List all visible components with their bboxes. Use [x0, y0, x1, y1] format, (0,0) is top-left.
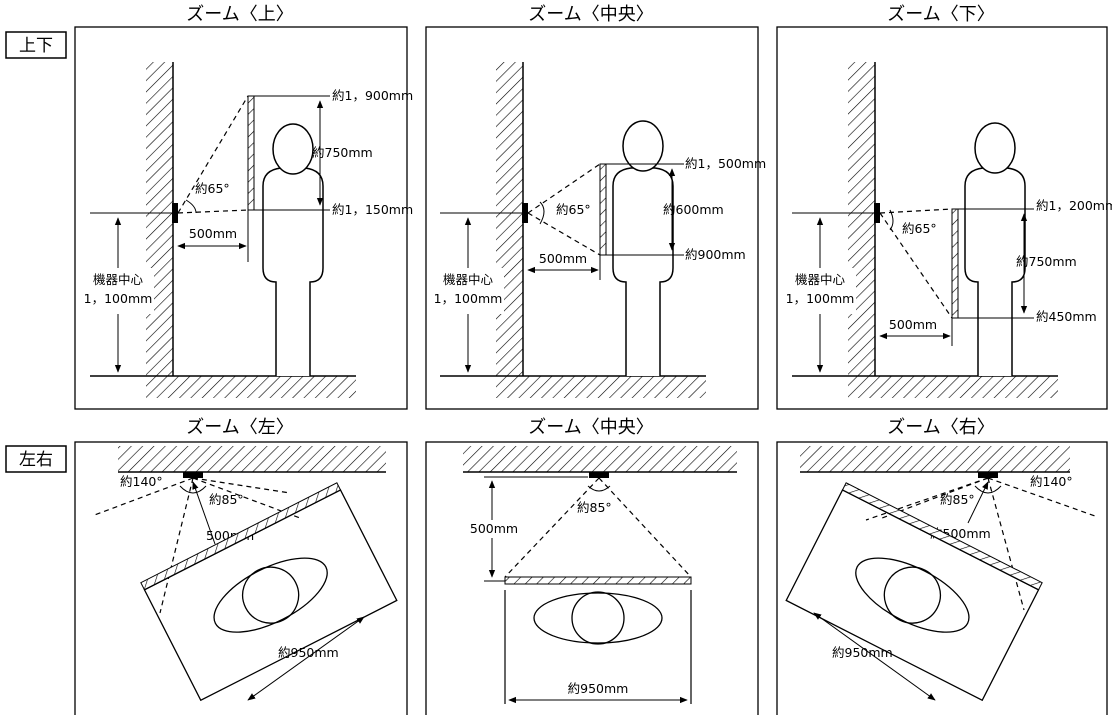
- narrow-angle-label: 約85°: [940, 492, 975, 507]
- distance-label: 500mm: [539, 251, 587, 266]
- panel-zoom-up-title: ズーム〈上〉: [186, 4, 293, 25]
- panel-zoom-down: ズーム〈下〉 機器中心 1，100mm 約65° 約1，200mm 約750mm…: [776, 4, 1112, 410]
- section-label-vertical-text: 上下: [19, 36, 53, 56]
- device-icon: [183, 472, 203, 478]
- panel-zoom-down-title: ズーム〈下〉: [887, 4, 994, 25]
- center-label: 機器中心: [93, 272, 144, 287]
- width-label: 約950mm: [832, 645, 893, 660]
- narrow-angle-label: 約85°: [209, 492, 244, 507]
- center-value: 1，100mm: [84, 291, 153, 306]
- distance-label: 500mm: [470, 521, 518, 536]
- panel-zoom-right-title: ズーム〈右〉: [887, 417, 994, 438]
- height-top-label: 約1，900mm: [332, 88, 413, 103]
- device-icon: [978, 472, 998, 478]
- span-label: 約750mm: [312, 145, 373, 160]
- center-value: 1，100mm: [434, 291, 503, 306]
- width-label: 約950mm: [568, 681, 629, 696]
- distance-label: 500mm: [189, 226, 237, 241]
- panel-zoom-left: ズーム〈左〉 約140° 約85° 500mm 約950mm: [74, 417, 408, 715]
- height-top-label: 約1，500mm: [685, 156, 766, 171]
- section-label-vertical: 上下: [5, 31, 67, 59]
- person-figure: [612, 120, 674, 376]
- person-figure: [262, 123, 324, 376]
- ceiling: [463, 446, 737, 472]
- view-angle-label: 約65°: [556, 202, 591, 217]
- panel-zoom-up: ズーム〈上〉 機器中心 1，100mm 約65° 約1，900mm 約7: [74, 4, 413, 410]
- height-bottom-label: 約450mm: [1036, 309, 1097, 324]
- width-label: 約950mm: [278, 645, 339, 660]
- panel-zoom-right: ズーム〈右〉 約85° 約140° 約500mm 約950mm: [776, 417, 1108, 715]
- panel-zoom-center-title: ズーム〈中央〉: [528, 417, 653, 438]
- device-icon: [522, 203, 528, 223]
- wide-angle-label: 約140°: [120, 474, 163, 489]
- distance-label: 500mm: [889, 317, 937, 332]
- panel-zoom-middle-vertical: ズーム〈中央〉 機器中心 1，100mm 約65° 約1，500mm 約600m…: [425, 4, 766, 410]
- height-bottom-label: 約1，150mm: [332, 202, 413, 217]
- view-angle-label: 約65°: [195, 181, 230, 196]
- view-angle-label: 約65°: [902, 221, 937, 236]
- wall: [146, 62, 173, 376]
- panel-zoom-left-title: ズーム〈左〉: [186, 417, 293, 438]
- center-label: 機器中心: [443, 272, 494, 287]
- ceiling: [118, 446, 386, 472]
- device-icon: [589, 472, 609, 478]
- capture-frame: [504, 576, 692, 704]
- span-label: 約750mm: [1016, 254, 1077, 269]
- narrow-angle-label: 約85°: [577, 500, 612, 515]
- panel-zoom-center: ズーム〈中央〉 約85° 500mm 約950mm: [425, 417, 759, 715]
- center-value: 1，100mm: [786, 291, 855, 306]
- ceiling: [800, 446, 1070, 472]
- height-top-label: 約1，200mm: [1036, 198, 1112, 213]
- panel-zoom-mid-title: ズーム〈中央〉: [528, 4, 653, 25]
- center-label: 機器中心: [795, 272, 846, 287]
- wide-angle-label: 約140°: [1030, 474, 1073, 489]
- section-label-horizontal-text: 左右: [19, 450, 53, 470]
- section-label-horizontal: 左右: [5, 445, 67, 473]
- device-icon: [172, 203, 178, 223]
- span-label: 約600mm: [663, 202, 724, 217]
- height-bottom-label: 約900mm: [685, 247, 746, 262]
- device-icon: [874, 203, 880, 223]
